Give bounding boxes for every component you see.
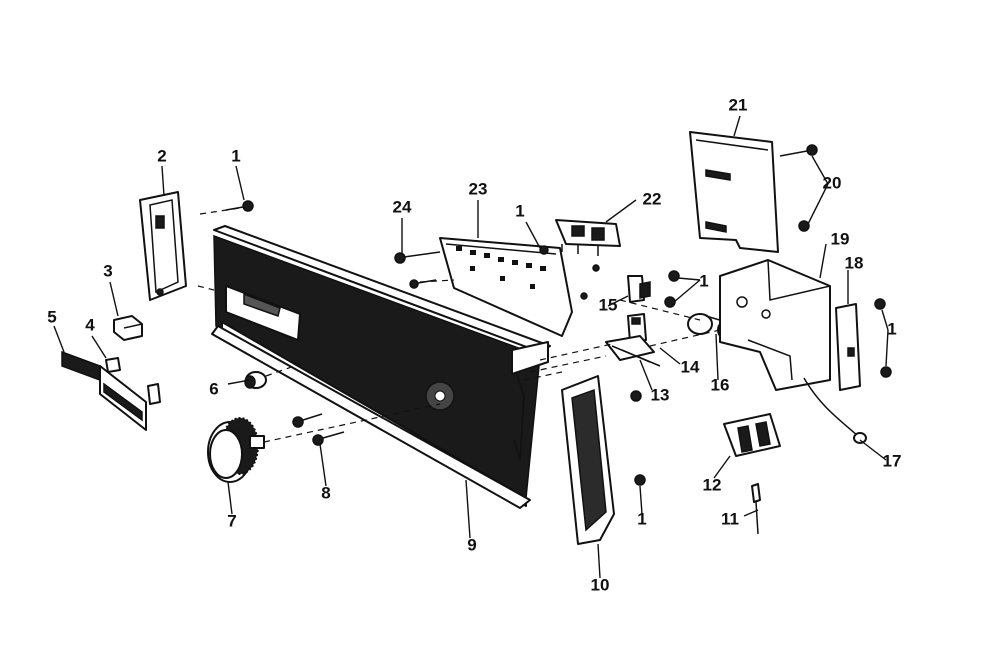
callout-17: 17 xyxy=(883,451,902,470)
callout-1-bottom: 1 xyxy=(637,509,646,528)
callout-21: 21 xyxy=(729,95,748,114)
callout-15: 15 xyxy=(599,295,618,314)
callout-23: 23 xyxy=(469,179,488,198)
part-11-probe xyxy=(751,483,761,535)
part-20-screws xyxy=(779,144,818,232)
callout-11: 11 xyxy=(721,509,739,528)
callout-24: 24 xyxy=(393,197,412,216)
fasteners xyxy=(225,200,892,486)
callout-16: 16 xyxy=(711,375,730,394)
callout-5: 5 xyxy=(47,307,56,326)
callout-4: 4 xyxy=(85,315,95,334)
callout-22: 22 xyxy=(643,189,662,208)
part-12-relay xyxy=(723,413,781,457)
callout-1-center: 1 xyxy=(515,201,524,220)
callout-1-top-left: 1 xyxy=(231,146,240,165)
callout-13: 13 xyxy=(651,385,670,404)
part-9-control-panel xyxy=(211,225,551,509)
callout-12: 12 xyxy=(703,475,722,494)
callout-1-right: 1 xyxy=(699,271,708,290)
part-19-control-housing xyxy=(719,259,831,391)
part-6-small-knob xyxy=(244,371,267,389)
leader-lines xyxy=(53,115,889,579)
callout-7: 7 xyxy=(227,511,236,530)
callout-8: 8 xyxy=(321,483,330,502)
part-2-side-bracket xyxy=(139,191,187,301)
part-8-screws xyxy=(292,413,345,446)
part-24-screw xyxy=(394,251,441,289)
part-3-switch-block xyxy=(113,315,143,341)
part-13-bracket xyxy=(605,335,661,367)
callout-20: 20 xyxy=(823,173,842,192)
part-5-button-strip xyxy=(61,350,161,431)
callout-1-far-right: 1 xyxy=(887,319,896,338)
callout-18: 18 xyxy=(845,253,864,272)
callout-2: 2 xyxy=(157,146,166,165)
part-23-mounting-plate xyxy=(439,237,573,337)
part-22-terminal-block xyxy=(555,219,621,256)
part-15-switch xyxy=(627,275,651,303)
callout-labels: 1 2 3 4 5 6 7 8 9 10 11 12 13 14 15 16 1… xyxy=(47,95,901,594)
part-18-side-plate xyxy=(835,303,861,391)
part-14-switch xyxy=(627,313,647,343)
callout-19: 19 xyxy=(831,229,850,248)
part-7-timer-dial xyxy=(207,417,265,483)
callout-6: 6 xyxy=(209,379,218,398)
callout-3: 3 xyxy=(103,261,112,280)
part-17-wire-lead xyxy=(803,377,867,444)
callout-9: 9 xyxy=(467,535,476,554)
part-4-clip xyxy=(105,357,121,373)
callout-10: 10 xyxy=(591,575,610,594)
callout-14: 14 xyxy=(681,357,700,376)
part-21-cover xyxy=(689,131,779,253)
assembly-lines xyxy=(197,207,721,443)
part-10-grille xyxy=(561,375,615,545)
